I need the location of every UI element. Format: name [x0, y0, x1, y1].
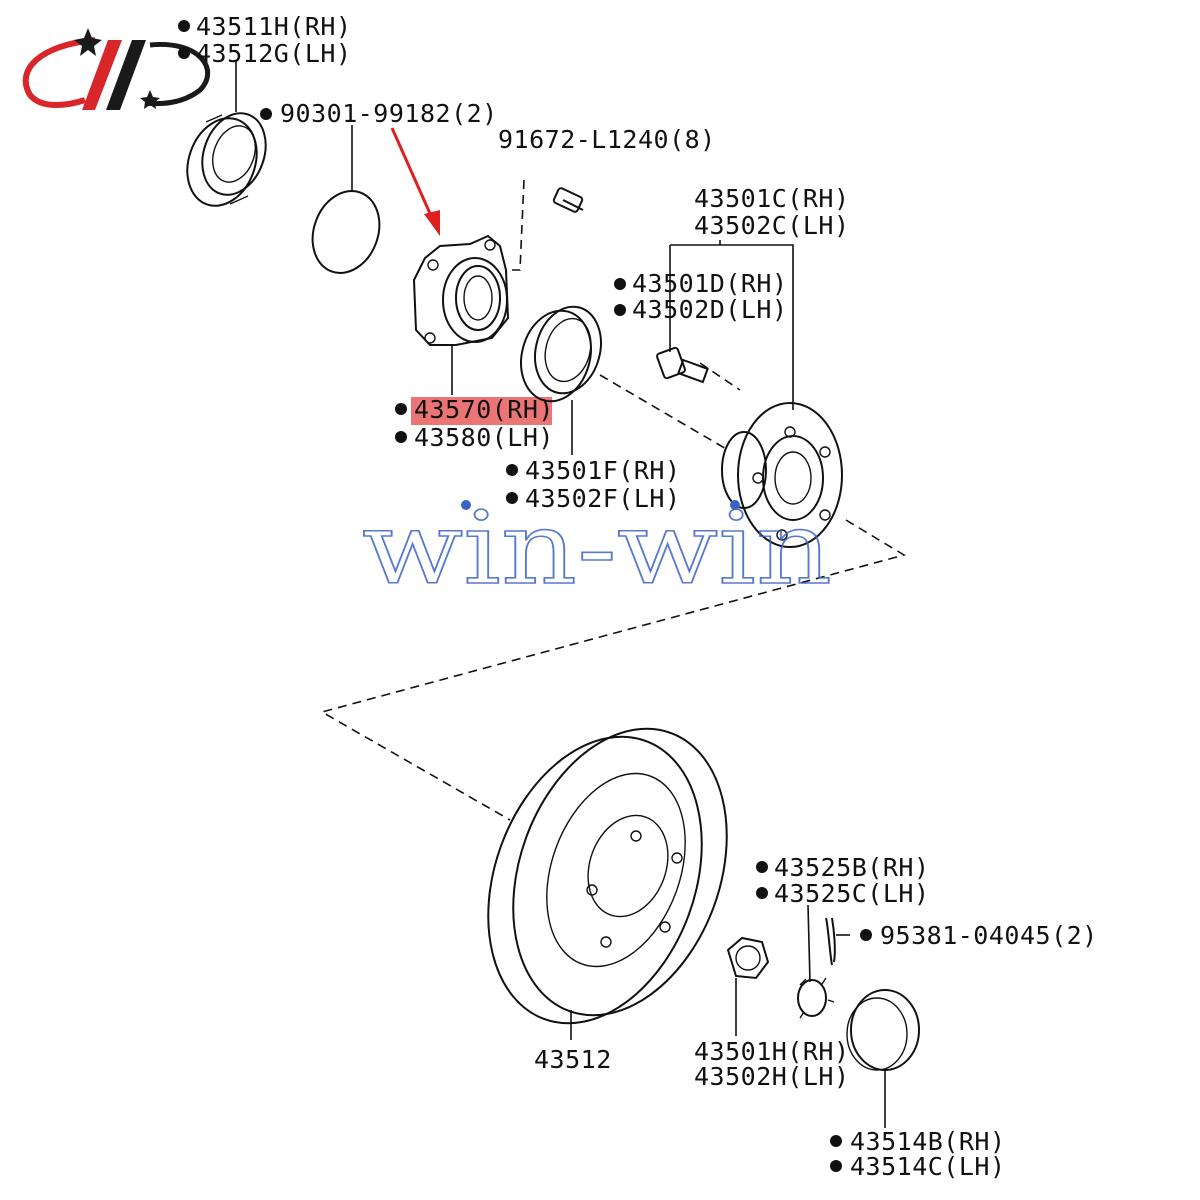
highlight-box	[411, 397, 552, 425]
watermark: win-win	[361, 489, 833, 608]
label-43502d: 43502D(LH)	[632, 295, 788, 324]
label-43501f: 43501F(RH)	[525, 456, 681, 485]
watermark-text: win-win	[362, 490, 832, 607]
lock-cap-43525b	[797, 977, 835, 1019]
cotter-pin-95381	[825, 917, 836, 966]
label-95381: 95381-04045(2)	[880, 921, 1098, 950]
part-labels: 43511H(RH) 43512G(LH) 90301-99182(2) 916…	[196, 12, 1098, 1181]
grease-cap-43514b	[846, 989, 920, 1071]
label-43512g: 43512G(LH)	[196, 39, 352, 68]
label-43501h: 43501H(RH)	[694, 1037, 850, 1066]
seal-43501f	[520, 305, 602, 403]
label-43502f: 43502F(LH)	[525, 484, 681, 513]
brake-disc-43512	[487, 727, 728, 1025]
label-43525c: 43525C(LH)	[774, 879, 930, 908]
label-43514b: 43514B(RH)	[850, 1127, 1006, 1156]
label-43525b: 43525B(RH)	[774, 853, 930, 882]
label-43501d: 43501D(RH)	[632, 269, 788, 298]
leader-lines	[235, 60, 886, 1128]
label-90301: 90301-99182(2)	[280, 99, 498, 128]
axle-hub-43501c	[721, 402, 843, 548]
nut-43501h	[726, 936, 770, 980]
red-arrow	[390, 127, 440, 236]
brand-logo	[22, 28, 211, 110]
label-43512: 43512	[534, 1045, 612, 1074]
label-43502c: 43502C(LH)	[694, 211, 850, 240]
o-ring-90301	[311, 190, 381, 274]
label-bullets	[178, 20, 872, 1172]
label-43501c: 43501C(RH)	[694, 184, 850, 213]
bolt-91672	[552, 187, 584, 213]
label-43502h: 43502H(LH)	[694, 1062, 850, 1091]
oil-seal-43511h	[186, 112, 267, 207]
label-43580: 43580(LH)	[414, 423, 554, 452]
assembly-dashed-lines	[319, 179, 907, 821]
label-43514c: 43514C(LH)	[850, 1152, 1006, 1181]
label-91672: 91672-L1240(8)	[498, 125, 716, 154]
hub-bearing-43570	[412, 234, 510, 346]
hub-bolt-43501d	[656, 346, 709, 384]
label-43570: 43570(RH)	[414, 395, 554, 424]
label-43511h: 43511H(RH)	[196, 12, 352, 41]
